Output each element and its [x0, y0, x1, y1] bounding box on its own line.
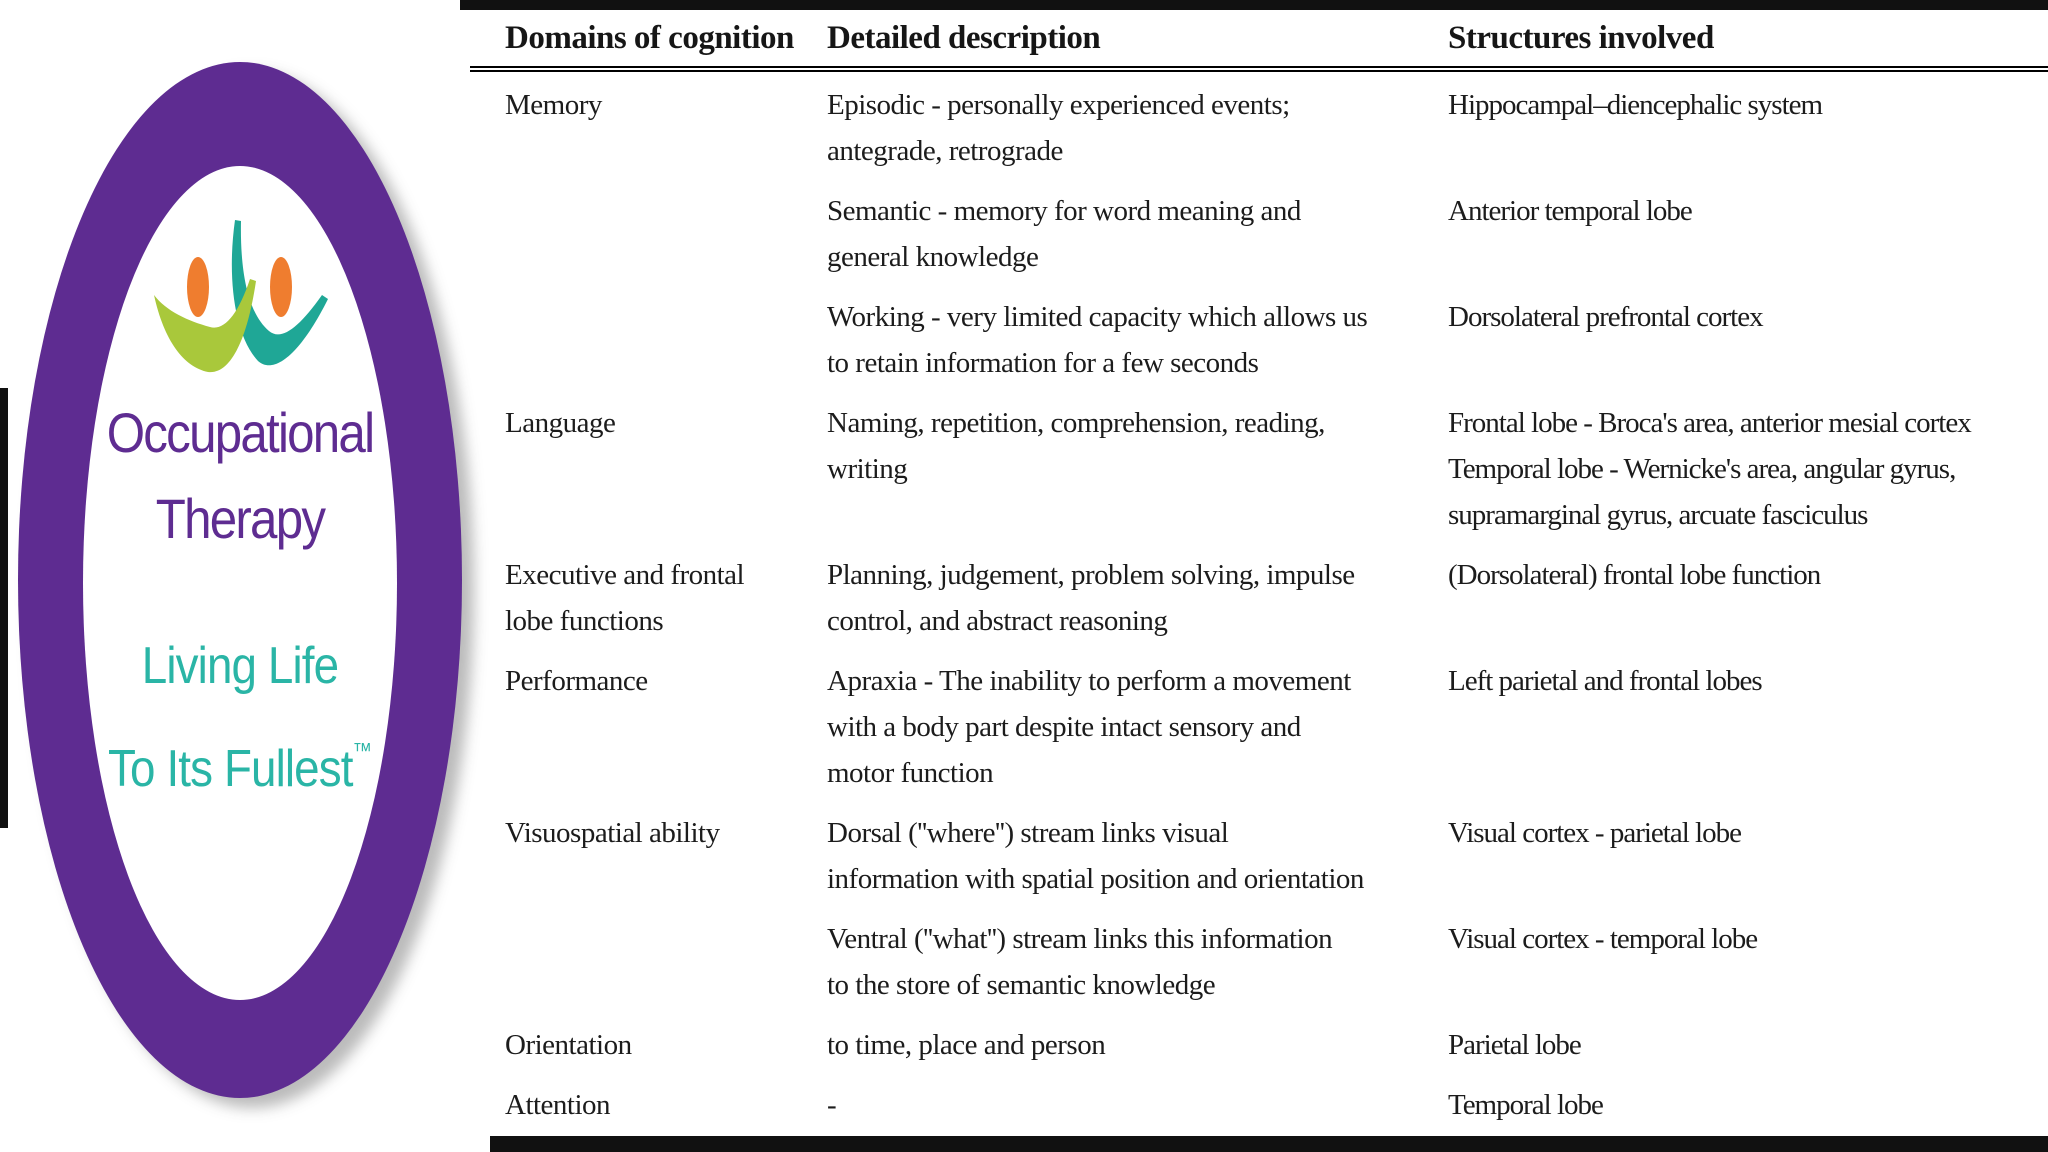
cell-description: Apraxia - The inability to perform a mov…: [827, 665, 1351, 789]
cell-structures: Anterior temporal lobe: [1448, 195, 1693, 227]
cell-domain: Orientation: [505, 1029, 632, 1061]
cell-description: to time, place and person: [827, 1029, 1106, 1061]
cell-description: Working - very limited capacity which al…: [827, 301, 1368, 379]
ot-figures-icon: [154, 220, 328, 373]
trademark-symbol: ™: [352, 738, 372, 763]
table-row: Performance Apraxia - The inability to p…: [470, 658, 2048, 810]
table-row: Working - very limited capacity which al…: [470, 294, 2048, 400]
table-row: Visuospatial ability Dorsal (''where'') …: [470, 810, 2048, 916]
cell-domain: Attention: [505, 1089, 611, 1121]
cell-structures: Visual cortex - temporal lobe: [1448, 923, 1758, 955]
cell-description: -: [827, 1089, 837, 1121]
cognition-table: Domains of cognition Detailed descriptio…: [470, 10, 2048, 1128]
cell-structures: (Dorsolateral) frontal lobe function: [1448, 559, 1821, 591]
cell-description: Episodic - personally experienced events…: [827, 89, 1290, 167]
col-header-domains: Domains of cognition: [470, 10, 827, 72]
logo-tagline-line1: Living Life: [141, 637, 339, 695]
cell-structures: Visual cortex - parietal lobe: [1448, 817, 1742, 849]
cell-domain: Performance: [505, 665, 648, 697]
logo-title-line1: Occupational: [106, 401, 375, 464]
cell-structures: Left parietal and frontal lobes: [1448, 665, 1763, 697]
left-edge-bar: [0, 388, 8, 828]
table-row: Executive and frontal lobe functions Pla…: [470, 552, 2048, 658]
table-bottom-rule: [490, 1136, 2048, 1152]
table-row: Attention - Temporal lobe: [470, 1082, 2048, 1128]
col-header-description: Detailed description: [827, 10, 1448, 72]
cell-structures: Temporal lobe: [1448, 1089, 1604, 1121]
cell-description: Semantic - memory for word meaning and g…: [827, 195, 1301, 273]
cell-domain: [470, 188, 827, 294]
table-row: Language Naming, repetition, comprehensi…: [470, 400, 2048, 552]
table-row: Ventral (''what'') stream links this inf…: [470, 916, 2048, 1022]
cell-description: Ventral (''what'') stream links this inf…: [827, 923, 1333, 1001]
table-row: Memory Episodic - personally experienced…: [470, 69, 2048, 188]
cell-domain: [470, 294, 827, 400]
cell-description: Dorsal (''where'') stream links visual i…: [827, 817, 1364, 895]
table-row: Semantic - memory for word meaning and g…: [470, 188, 2048, 294]
cell-description: Naming, repetition, comprehension, readi…: [827, 407, 1325, 485]
cell-description: Planning, judgement, problem solving, im…: [827, 559, 1355, 637]
cell-domain: [470, 916, 827, 1022]
cell-domain: Language: [505, 407, 616, 439]
col-header-structures: Structures involved: [1448, 10, 2048, 72]
cell-structures: Frontal lobe - Broca's area, anterior me…: [1448, 407, 1972, 531]
table-header-row: Domains of cognition Detailed descriptio…: [470, 10, 2048, 72]
cell-structures: Dorsolateral prefrontal cortex: [1448, 301, 1764, 333]
logo-tagline-line2: To Its Fullest™: [46, 738, 433, 799]
cell-structures: Hippocampal–diencephalic system: [1448, 89, 1823, 121]
table-row: Orientation to time, place and person Pa…: [470, 1022, 2048, 1082]
cell-domain: Visuospatial ability: [505, 817, 720, 849]
table-top-rule: [460, 0, 2048, 10]
logo-title-line2: Therapy: [155, 487, 326, 550]
cell-structures: Parietal lobe: [1448, 1029, 1582, 1061]
cell-domain: Executive and frontal lobe functions: [505, 559, 745, 637]
logo-tagline-text: To Its Fullest: [108, 740, 353, 798]
cell-domain: Memory: [505, 89, 602, 121]
